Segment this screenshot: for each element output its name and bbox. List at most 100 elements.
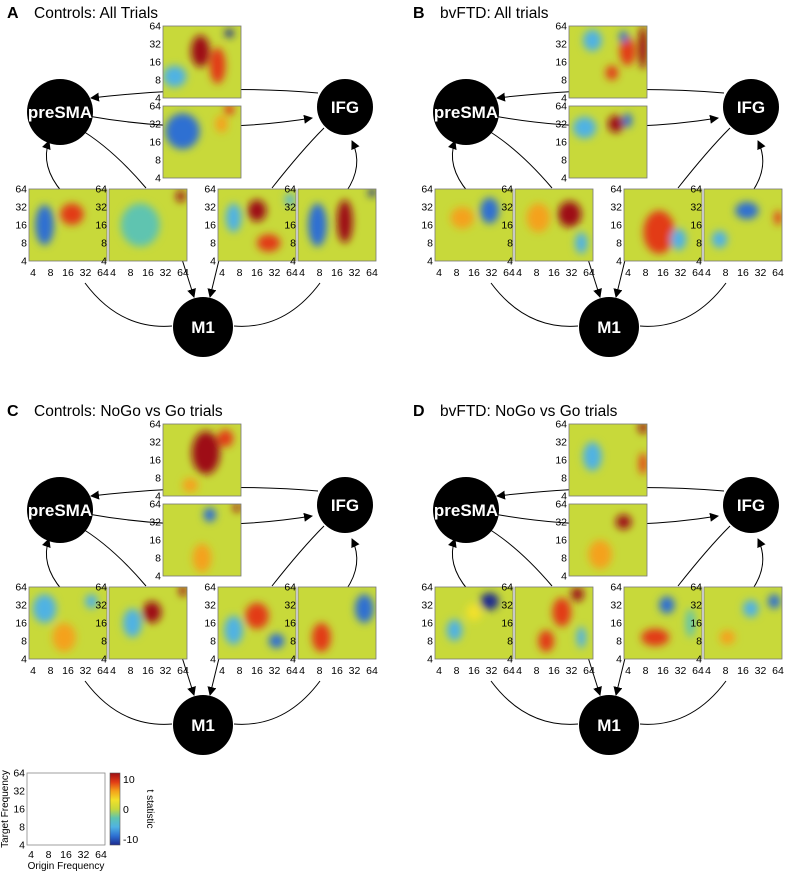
x-tick-label: 8 [317,267,323,279]
x-tick-label: 16 [548,267,560,279]
x-tick-label: 4 [705,665,711,677]
x-tick-label: 32 [675,267,687,279]
y-tick-label: 32 [421,600,433,612]
y-tick-label: 8 [155,473,161,485]
y-tick-label: 16 [421,618,433,630]
y-tick-label: 16 [421,220,433,232]
heatmap-blob [312,623,331,652]
y-tick-label: 16 [501,220,513,232]
y-tick-label: 8 [210,238,216,250]
y-tick-label: 4 [616,654,622,666]
y-tick-label: 64 [610,184,622,196]
heatmap-frame [108,586,188,660]
y-tick-label: 32 [284,202,296,214]
heatmap-blob [354,594,374,623]
y-tick-label: 4 [561,491,567,503]
curve-left-to-m1 [84,680,173,725]
x-tick-label: 64 [177,665,189,677]
x-tick-label: 32 [755,665,767,677]
legend-y-tick: 16 [13,804,25,816]
y-tick-label: 64 [149,419,161,431]
heatmap-blob [225,203,242,233]
panel-letter: A [7,5,19,22]
x-tick-label: 64 [366,665,378,677]
heatmap-blob [711,230,728,249]
heatmap-blob [638,424,647,434]
x-tick-label: 32 [269,267,281,279]
x-tick-label: 4 [30,665,36,677]
heatmap-blob [480,592,499,611]
heatmap-blob [85,594,98,609]
node-m1-circle [173,297,233,357]
y-tick-label: 64 [555,419,567,431]
x-tick-label: 64 [583,267,595,279]
y-tick-label: 8 [427,636,433,648]
node-ifg: IFG [723,477,779,533]
heatmap-blob [245,602,269,629]
arrow-left-map-to-m1 [180,653,196,696]
node-presma-circle [433,79,499,145]
y-tick-label: 16 [555,57,567,69]
heatmap-blob [583,29,602,52]
heatmap-background [435,189,513,261]
panel-letter: B [413,5,425,22]
node-m1: M1 [173,297,233,357]
node-ifg-circle [317,477,373,533]
x-tick-label: 8 [48,665,54,677]
y-tick-label: 32 [555,437,567,449]
heatmap-background [569,26,647,98]
y-tick-label: 8 [290,238,296,250]
heatmap-blob [719,630,736,645]
x-tick-label: 32 [269,665,281,677]
heatmap-blob [224,28,234,38]
heatmap-blob [735,201,759,220]
x-tick-label: 32 [80,267,92,279]
x-tick-label: 8 [723,665,729,677]
heatmap-blob [643,210,675,254]
curve-left-to-m1 [490,680,579,725]
x-tick-label: 32 [675,665,687,677]
y-tick-label: 32 [95,600,107,612]
heatmap-background [569,504,647,576]
node-presma: preSMA [433,477,499,543]
y-tick-label: 4 [21,654,27,666]
arrow-left-to-presma [448,538,469,591]
colorbar-tick-max: 10 [123,774,135,786]
curve-left-inner [483,127,553,189]
node-presma-circle [27,477,93,543]
heatmap-frame [217,586,297,660]
node-m1-circle [173,695,233,755]
heatmap-frame [28,586,108,660]
y-tick-label: 32 [555,517,567,529]
legend-x-tick: 64 [95,849,107,861]
y-tick-label: 64 [501,184,513,196]
y-tick-label: 16 [149,535,161,547]
panel-title: bvFTD: NoGo vs Go trials [440,403,618,420]
x-tick-label: 16 [62,665,74,677]
x-tick-label: 8 [454,267,460,279]
x-tick-label: 16 [331,665,343,677]
x-tick-label: 32 [349,665,361,677]
x-tick-label: 32 [566,267,578,279]
heatmap-background [109,587,187,659]
heatmap-blob [257,234,281,252]
heatmap-blob [605,65,619,81]
y-tick-label: 64 [204,582,216,594]
legend-x-tick: 32 [78,849,90,861]
curve-right-inner [677,525,731,587]
heatmap-blob [615,514,632,530]
heatmap-background [435,587,513,659]
y-tick-label: 8 [155,155,161,167]
y-tick-label: 4 [210,256,216,268]
heatmap-frame [514,188,594,262]
heatmap-blob [308,203,327,247]
heatmap-blob [337,199,353,243]
panel-title: Controls: NoGo vs Go trials [34,403,223,420]
heatmap-blob [552,597,572,627]
heatmap-blob [165,113,200,150]
heatmap-background [569,424,647,496]
